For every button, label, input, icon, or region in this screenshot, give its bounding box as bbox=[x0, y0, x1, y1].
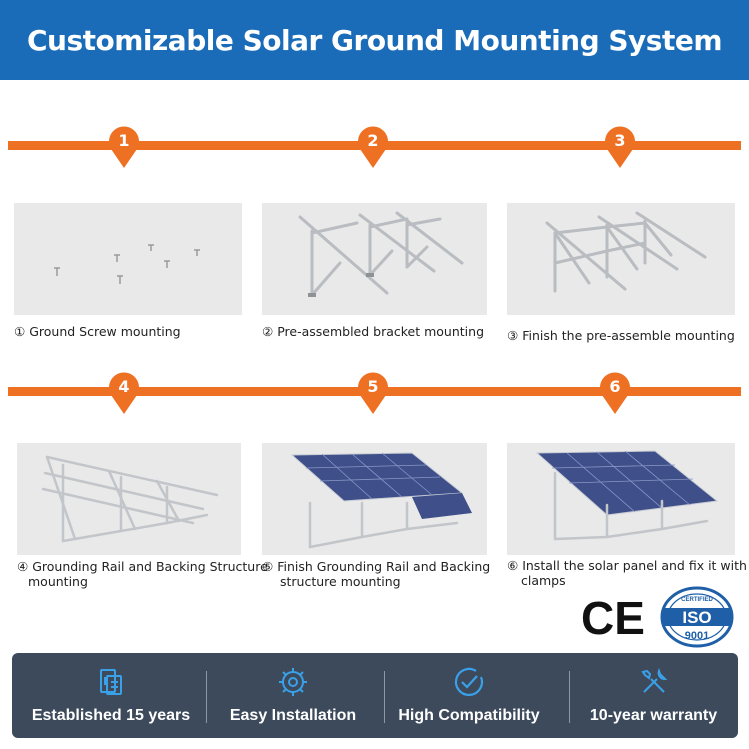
gear-icon bbox=[279, 668, 307, 696]
iso-text: ISO bbox=[682, 608, 711, 627]
step-label: Ground Screw mounting bbox=[29, 324, 181, 339]
map-pin-icon bbox=[600, 372, 630, 414]
step-2-caption: ② Pre-assembled bracket mounting bbox=[262, 324, 484, 339]
feature-warranty: 10-year warranty bbox=[569, 653, 738, 738]
step-number: 5 bbox=[367, 377, 379, 396]
step-label-line2: clamps bbox=[521, 573, 566, 588]
ce-mark: CE bbox=[580, 592, 646, 644]
step-marker-3: 3 bbox=[602, 125, 638, 169]
step-marker-4: 4 bbox=[106, 371, 142, 415]
step-marker-6: 6 bbox=[597, 371, 633, 415]
step-6-caption: ⑥ Install the solar panel and fix it wit… bbox=[507, 558, 747, 588]
step-label-line2: structure mounting bbox=[280, 574, 401, 589]
step-marker-2: 2 bbox=[355, 125, 391, 169]
features-bar: Established 15 years Easy Installation H… bbox=[12, 653, 738, 738]
feature-label: Easy Installation bbox=[229, 707, 357, 724]
iso-ring-text: CERTIFIED bbox=[681, 597, 713, 603]
step-1-photo bbox=[14, 203, 242, 315]
map-pin-icon bbox=[109, 126, 139, 168]
step-number: 6 bbox=[609, 377, 621, 396]
map-pin-icon bbox=[358, 126, 388, 168]
step-label: Grounding Rail and Backing Structure bbox=[32, 559, 268, 574]
step-marker-5: 5 bbox=[355, 371, 391, 415]
step-label-line2: mounting bbox=[28, 574, 88, 589]
step-marker-1: 1 bbox=[106, 125, 142, 169]
step-1-caption: ① Ground Screw mounting bbox=[14, 324, 181, 339]
step-number: 1 bbox=[118, 131, 130, 150]
iso-number: 9001 bbox=[685, 630, 709, 642]
step-circled-number: ⑥ bbox=[507, 558, 519, 573]
step-3-caption: ③ Finish the pre-assemble mounting bbox=[507, 328, 735, 343]
divider bbox=[206, 671, 207, 723]
step-5-photo bbox=[262, 443, 487, 555]
step-circled-number: ② bbox=[262, 324, 274, 339]
step-number: 4 bbox=[118, 377, 130, 396]
step-4-photo bbox=[17, 443, 241, 555]
feature-label: Established 15 years bbox=[31, 707, 191, 724]
page-title: Customizable Solar Ground Mounting Syste… bbox=[26, 23, 723, 57]
step-5-caption: ⑤ Finish Grounding Rail and Backing stru… bbox=[262, 559, 490, 589]
step-2-photo bbox=[262, 203, 487, 315]
step-circled-number: ④ bbox=[17, 559, 29, 574]
iso-badge: ISO 9001 CERTIFIED bbox=[660, 586, 734, 648]
feature-high-compatibility: High Compatibility bbox=[384, 653, 554, 738]
document-icon bbox=[100, 669, 122, 695]
step-circled-number: ③ bbox=[507, 328, 519, 343]
step-label: Finish the pre-assemble mounting bbox=[522, 328, 735, 343]
step-circled-number: ① bbox=[14, 324, 26, 339]
step-label: Pre-assembled bracket mounting bbox=[277, 324, 485, 339]
feature-established: Established 15 years bbox=[12, 653, 210, 738]
step-circled-number: ⑤ bbox=[262, 559, 274, 574]
ce-text: CE bbox=[581, 592, 645, 642]
step-label: Install the solar panel and fix it with bbox=[522, 558, 747, 573]
header-banner: Customizable Solar Ground Mounting Syste… bbox=[0, 0, 749, 80]
step-3-photo bbox=[507, 203, 735, 315]
map-pin-icon bbox=[358, 372, 388, 414]
step-number: 3 bbox=[614, 131, 626, 150]
feature-label: High Compatibility bbox=[398, 707, 540, 724]
step-label: Finish Grounding Rail and Backing bbox=[277, 559, 491, 574]
feature-label: 10-year warranty bbox=[589, 707, 718, 724]
step-6-photo bbox=[507, 443, 735, 555]
divider bbox=[569, 671, 570, 723]
map-pin-icon bbox=[109, 372, 139, 414]
tools-icon bbox=[640, 667, 667, 693]
step-number: 2 bbox=[367, 131, 379, 150]
checkmark-icon bbox=[454, 667, 484, 696]
feature-easy-installation: Easy Installation bbox=[208, 653, 378, 738]
step-4-caption: ④ Grounding Rail and Backing Structure m… bbox=[17, 559, 268, 589]
divider bbox=[384, 671, 385, 723]
map-pin-icon bbox=[605, 126, 635, 168]
